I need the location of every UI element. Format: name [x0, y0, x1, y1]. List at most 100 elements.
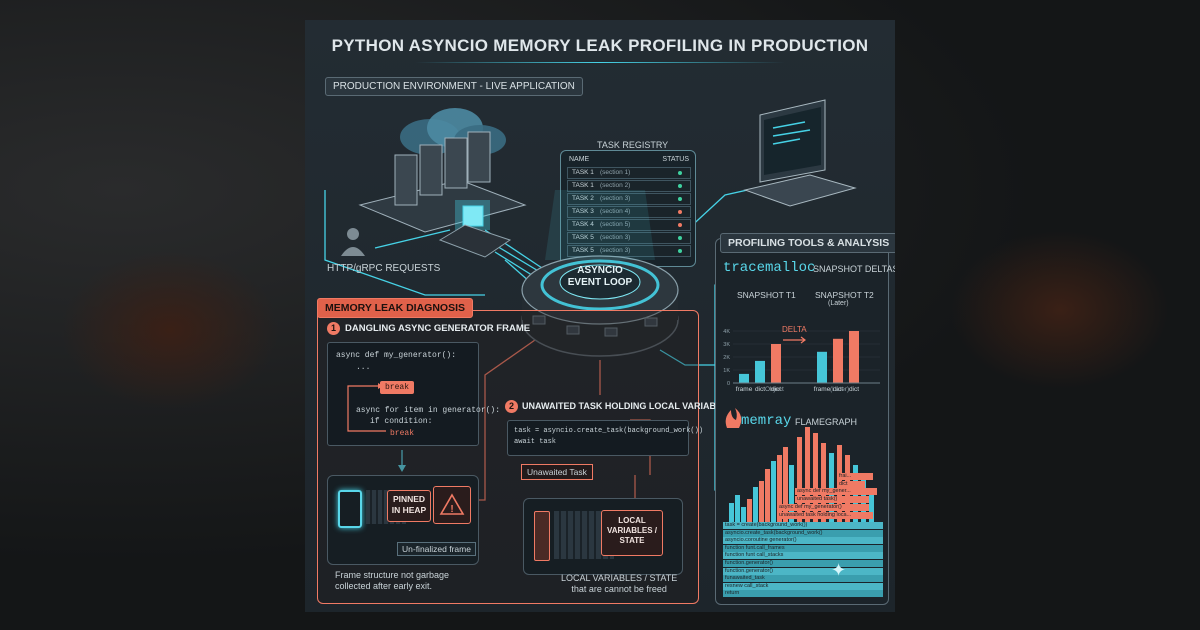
- bar-snapshot-t2-1: [833, 338, 843, 383]
- frame-object: [338, 490, 362, 528]
- pinned-in-heap-box: PINNED IN HEAP: [387, 490, 431, 522]
- flame-column: [765, 469, 770, 523]
- task-registry-table: NAME STATUS TASK 1(section 1)TASK 1(sect…: [560, 150, 696, 267]
- event-loop-illustration: [521, 190, 679, 357]
- registry-row: TASK 1(section 1): [567, 167, 691, 179]
- status-dot: [678, 171, 682, 175]
- item1-number: 1: [327, 322, 340, 335]
- task-registry-title: TASK REGISTRY: [597, 140, 669, 150]
- task-name: TASK 3: [572, 208, 594, 215]
- registry-row: TASK 4(section 5): [567, 219, 691, 231]
- item1-caption: Frame structure not garbage collected af…: [335, 570, 450, 591]
- page-title: PYTHON ASYNCIO MEMORY LEAK PROFILING IN …: [331, 36, 869, 55]
- registry-row: TASK 2(section 3): [567, 193, 691, 205]
- flame-column: [821, 443, 826, 523]
- code-for-line: async for item in generator():: [356, 406, 501, 415]
- stack-frame-label: function funt call_stacks: [723, 552, 883, 560]
- item1-title: DANGLING ASYNC GENERATOR FRAME: [345, 323, 531, 334]
- code-await-line: await task: [514, 438, 557, 446]
- unawaited-task-label: Unawaited Task: [521, 464, 593, 480]
- flame-column: [741, 507, 746, 523]
- memray-label: memray: [741, 413, 792, 429]
- flame-column: [797, 437, 802, 523]
- registry-col-status: STATUS: [662, 156, 689, 163]
- x-tick-label: frame: [736, 386, 753, 393]
- flame-column: [747, 499, 752, 523]
- code-if-line: if condition:: [370, 417, 433, 426]
- request-line: [374, 229, 451, 249]
- y-tick-label: 4K: [723, 329, 730, 335]
- down-arrow-1-head: [398, 465, 406, 472]
- x-tick-label: frame: [814, 386, 831, 393]
- y-tick-label: 1K: [723, 368, 730, 374]
- break-pill: break: [380, 381, 415, 394]
- snapshot-t1-label: SNAPSHOT T1: [737, 290, 796, 300]
- stack-frame-label: function.generator(): [723, 567, 883, 575]
- background-glow-left: [60, 250, 280, 410]
- task-section: (section 2): [600, 182, 631, 189]
- task-name: TASK 1: [572, 182, 594, 189]
- registry-row: TASK 3 (section 4): [567, 206, 691, 218]
- flame-column: [771, 461, 776, 523]
- task-name: TASK 5: [572, 247, 594, 254]
- code-ellipsis-line: ...: [356, 363, 371, 372]
- task-section: (section 4): [600, 208, 631, 215]
- locals-label: LOCAL VARIABLES / STATE: [606, 516, 658, 545]
- loop-arrow: [347, 383, 386, 432]
- stack-frame-label: task = create(background_work()): [723, 522, 883, 529]
- code-task-line: task = asyncio.create_task(background_wo…: [514, 427, 704, 435]
- flame-column: [729, 503, 734, 523]
- flame-column: [869, 489, 874, 523]
- task-section: (section 1): [600, 169, 631, 176]
- delta-arrow: [783, 336, 806, 344]
- flame-column: [813, 433, 818, 523]
- background-glow-right: [950, 230, 1170, 390]
- bar-snapshot-t2-0: [817, 351, 827, 383]
- x-tick-label: dict: [849, 386, 859, 393]
- profiling-tools-title: PROFILING TOOLS & ANALYSIS: [720, 233, 895, 253]
- flame-column: [753, 487, 758, 523]
- flame-icon: [725, 408, 742, 428]
- flame-frame-label: dict: [837, 481, 865, 488]
- item2-title: UNAWAITED TASK HOLDING LOCAL VARIABLES: [522, 401, 734, 411]
- flame-frame-label: unawaited task holding loca...: [777, 512, 873, 519]
- infographic: PYTHON ASYNCIO MEMORY LEAK PROFILING IN …: [305, 20, 895, 612]
- snapshot-t2-label: SNAPSHOT T2: [815, 290, 874, 300]
- item2-code-block: task = asyncio.create_task(background_wo…: [507, 420, 703, 456]
- task-section: (section 3): [600, 234, 631, 241]
- stack-frame-label: return: [723, 590, 883, 598]
- server-racks-icon: [358, 131, 527, 233]
- registry-row: TASK 1 (section 2): [567, 180, 691, 192]
- server-cluster-illustration: [341, 99, 857, 258]
- pinned-label: PINNED IN HEAP: [391, 494, 427, 515]
- stack-frame-label: funawaited_task: [723, 575, 883, 583]
- stack-frame-label: function funt.call_frames: [723, 544, 883, 552]
- x-tick-label: dict: [755, 386, 765, 393]
- status-dot: [678, 249, 682, 253]
- t2-later-label: (Later): [830, 386, 850, 393]
- stack-frame-label: resnew call_stack: [723, 582, 883, 590]
- flame-column: [777, 455, 782, 523]
- code-def-line: async def my_generator():: [336, 351, 457, 360]
- stack-frame-label: asyncio.coroutine generator(): [723, 537, 883, 545]
- snapshot-t2-later: (Later): [828, 300, 849, 307]
- delta-label: DELTA: [782, 325, 807, 334]
- task-name: TASK 4: [572, 221, 594, 228]
- x-tick-label: dict: [833, 386, 843, 393]
- task-section: (section 3): [600, 247, 631, 254]
- item2-number: 2: [505, 400, 518, 413]
- item1-code-block: async def my_generator(): ... break asyn…: [327, 342, 500, 446]
- user-icon: [341, 228, 365, 256]
- flame-column: [735, 495, 740, 523]
- flame-frame-label: async def my_gener...: [795, 488, 877, 495]
- flame-frame-label: frai...: [837, 473, 873, 480]
- laptop-icon: [743, 99, 857, 207]
- event-loop-line1: ASYNCIO: [577, 265, 623, 276]
- t1-object-label: Object: [765, 386, 784, 393]
- y-tick-label: 0: [727, 381, 730, 387]
- task-object: [534, 511, 550, 561]
- flame-column: [783, 447, 788, 523]
- registry-col-name: NAME: [569, 156, 590, 163]
